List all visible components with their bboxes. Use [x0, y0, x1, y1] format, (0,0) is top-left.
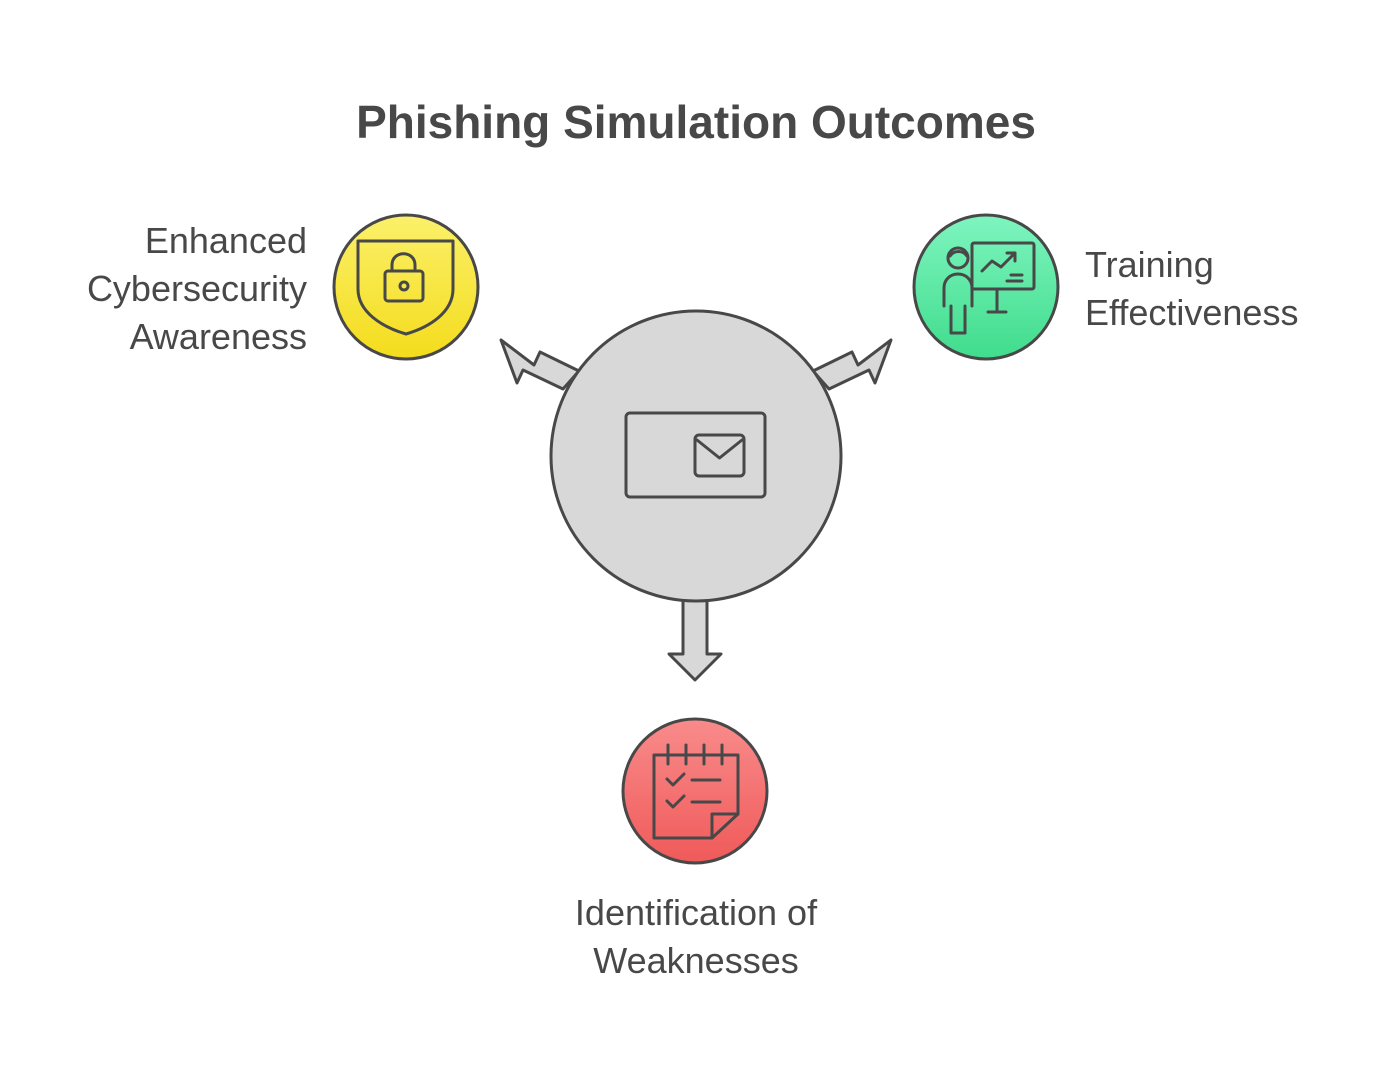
outcome-label-line: Training: [1085, 244, 1214, 285]
outcome-label-awareness: Enhanced Cybersecurity Awareness: [87, 217, 307, 361]
outcome-label-line: Cybersecurity: [86, 268, 307, 309]
outcome-label-line: Effectiveness: [1085, 292, 1299, 333]
weaknesses-node: [621, 717, 769, 865]
outcome-label-line: Identification of: [574, 892, 818, 933]
arrow-to-awareness: [499, 338, 581, 391]
envelope-icon: [624, 411, 767, 499]
arrow-to-weaknesses: [667, 592, 723, 682]
presenter-chart-icon: [942, 241, 1036, 335]
diagram-title: Phishing Simulation Outcomes: [356, 96, 1036, 148]
awareness-node: [332, 213, 480, 361]
shield-lock-icon: [356, 239, 455, 336]
outcome-label-line: Enhanced: [144, 220, 307, 261]
outcome-label-line: Weaknesses: [593, 940, 799, 981]
outcome-label-line: Awareness: [129, 316, 307, 357]
checklist-icon: [652, 743, 740, 840]
outcome-label-weaknesses: Identification of Weaknesses: [0, 889, 1392, 985]
effectiveness-node: [912, 213, 1060, 361]
arrow-to-effectiveness: [811, 338, 893, 391]
outcome-label-effectiveness: Training Effectiveness: [1085, 241, 1298, 337]
